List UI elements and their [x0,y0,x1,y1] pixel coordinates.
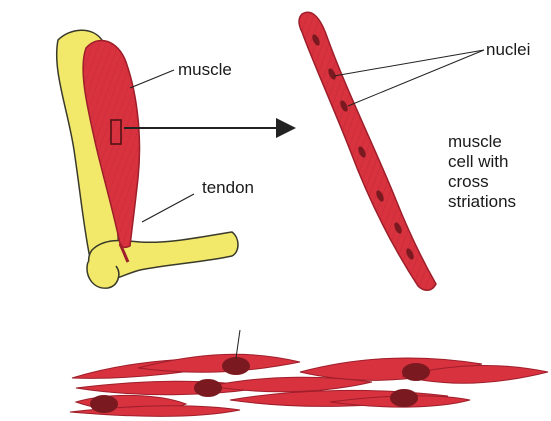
nucleus [390,389,418,407]
cell-caption: muscle cell with cross striations [448,132,516,212]
nuclei-pointer-line [348,50,484,106]
muscle-label: muscle [178,60,232,80]
elbow-joint [87,262,119,288]
muscle-cell-bundle [70,330,548,416]
nucleus [402,363,430,381]
cell-caption-line: cell with [448,152,516,172]
spindle-cell [138,354,300,372]
nuclei-pointer-line [334,50,484,76]
muscle-pointer-line [130,70,174,88]
spindle-cell [210,377,372,392]
cell-caption-line: cross [448,172,516,192]
nucleus [194,379,222,397]
bundle-pointer-line [236,330,240,358]
tendon-pointer-line [142,194,194,222]
cell-caption-line: muscle [448,132,516,152]
nucleus [90,395,118,413]
cell-caption-line: striations [448,192,516,212]
nucleus [222,357,250,375]
tendon-label: tendon [202,178,254,198]
nuclei-label: nuclei [486,40,530,60]
